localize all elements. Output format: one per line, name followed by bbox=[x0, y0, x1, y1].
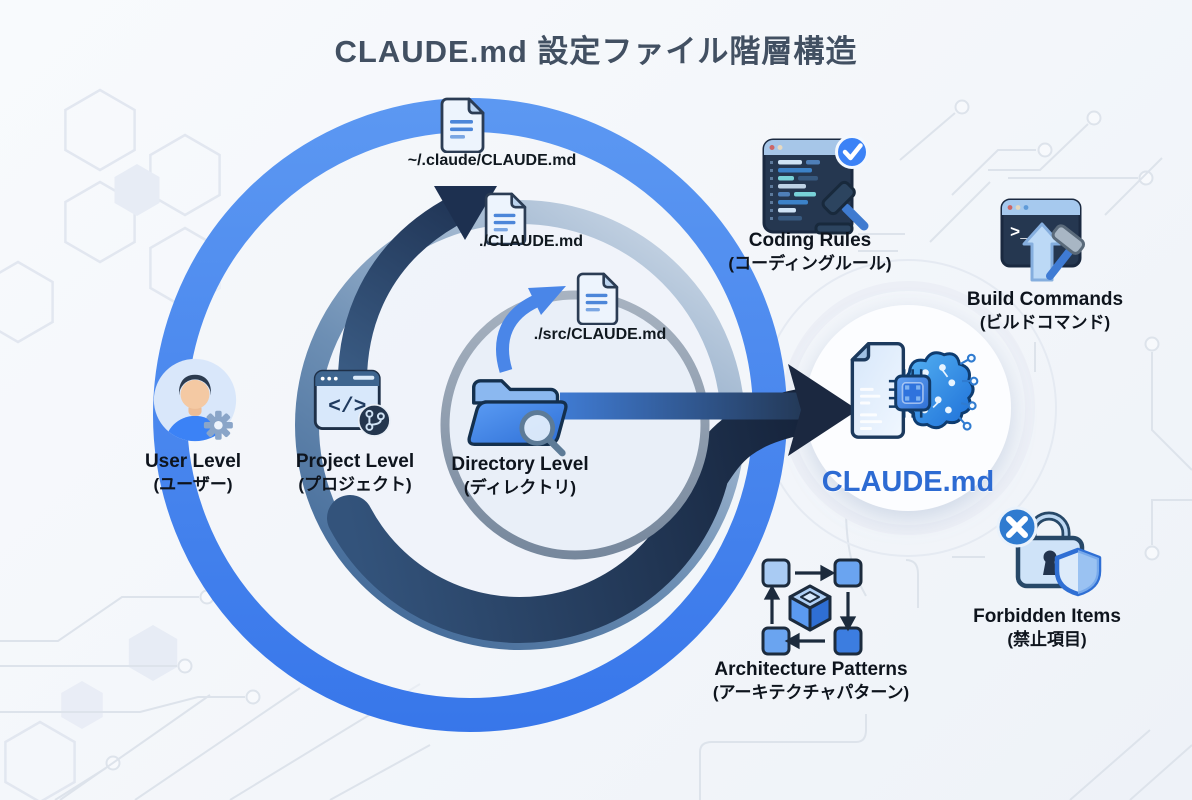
coding-rules-label: Coding Rules (コーディングルール) bbox=[728, 230, 892, 274]
user-level-label: User Level (ユーザー) bbox=[144, 451, 242, 495]
hexagon-pattern bbox=[0, 88, 221, 800]
gear-icon bbox=[203, 410, 233, 440]
directory-level-ring bbox=[440, 290, 710, 560]
user-claude-file-icon bbox=[440, 97, 486, 153]
directory-level-label: Directory Level (ディレクトリ) bbox=[451, 454, 589, 498]
up-arrow-icon bbox=[1022, 222, 1062, 282]
src-claude-file-path: ./src/CLAUDE.md bbox=[533, 326, 667, 343]
check-badge-icon bbox=[835, 135, 869, 169]
circuit-traces bbox=[0, 99, 1192, 800]
architecture-patterns-label: Architecture Patterns (アーキテクチャパターン) bbox=[712, 659, 910, 703]
claude-md-brain-icon bbox=[843, 338, 979, 448]
x-badge-icon bbox=[996, 506, 1038, 548]
chip-icon bbox=[894, 374, 932, 412]
project-level-label: Project Level (プロジェクト) bbox=[295, 451, 415, 495]
page-title: CLAUDE.md 設定ファイル階層構造 bbox=[334, 34, 858, 69]
claude-md-label: CLAUDE.md bbox=[821, 466, 995, 498]
forbidden-items-icon bbox=[990, 500, 1105, 602]
project-claude-file-icon bbox=[484, 192, 528, 245]
forbidden-items-label: Forbidden Items (禁止項目) bbox=[973, 606, 1121, 650]
gavel-icon bbox=[814, 180, 869, 235]
hammer-icon bbox=[1046, 224, 1086, 280]
build-commands-label: Build Commands (ビルドコマンド) bbox=[966, 289, 1124, 333]
terminal-prompt-glyph: >_ bbox=[1010, 224, 1031, 243]
merge-arrowhead bbox=[788, 364, 858, 456]
directory-folder-icon bbox=[466, 370, 570, 457]
directory-level-ring-fill bbox=[445, 295, 705, 555]
shield-icon bbox=[1054, 547, 1102, 597]
architecture-patterns-icon bbox=[752, 552, 868, 658]
cube-icon bbox=[788, 584, 832, 632]
coding-rules-icon bbox=[760, 132, 872, 236]
build-commands-icon: >_ bbox=[996, 196, 1096, 288]
magnifier-icon bbox=[519, 410, 566, 457]
directory-to-src-arrow bbox=[496, 286, 566, 373]
project-window-icon: </> bbox=[312, 363, 394, 445]
project-claude-file-path: ./CLAUDE.md bbox=[479, 233, 583, 250]
git-branch-icon bbox=[357, 404, 391, 437]
merge-arrow-band bbox=[327, 389, 823, 643]
src-claude-file-icon bbox=[576, 272, 620, 325]
user-avatar-icon bbox=[152, 357, 238, 443]
user-claude-file-path: ~/.claude/CLAUDE.md bbox=[407, 152, 577, 169]
